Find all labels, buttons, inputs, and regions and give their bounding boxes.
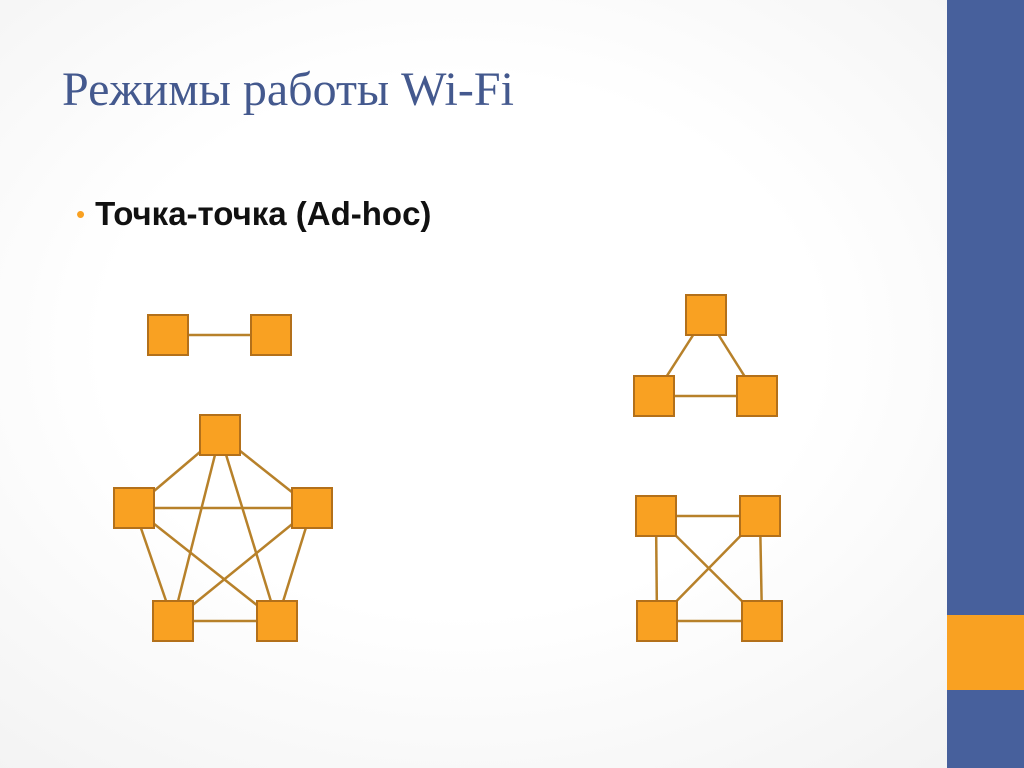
network-node [741,600,783,642]
network-node [199,414,241,456]
network-node [291,487,333,529]
bullet-item: • Точка-точка (Ad-hoc) [76,195,431,233]
network-node [739,495,781,537]
network-node [147,314,189,356]
bullet-icon: • [76,198,86,229]
two-node-link-diagram [147,314,292,356]
side-bar-accent [947,615,1024,690]
four-node-mesh-diagram [635,495,783,642]
slide-title: Режимы работы Wi-Fi [62,63,514,116]
network-node [113,487,155,529]
network-node [633,375,675,417]
network-node [250,314,292,356]
network-node [736,375,778,417]
network-node [636,600,678,642]
network-node [256,600,298,642]
network-link [218,434,279,622]
network-link [172,507,313,622]
network-node [635,495,677,537]
network-node [152,600,194,642]
five-node-mesh-diagram [113,414,333,642]
network-link [171,434,222,622]
network-link [133,507,278,622]
three-node-mesh-diagram [633,294,778,417]
bullet-text: Точка-точка (Ad-hoc) [95,195,432,232]
network-node [685,294,727,336]
